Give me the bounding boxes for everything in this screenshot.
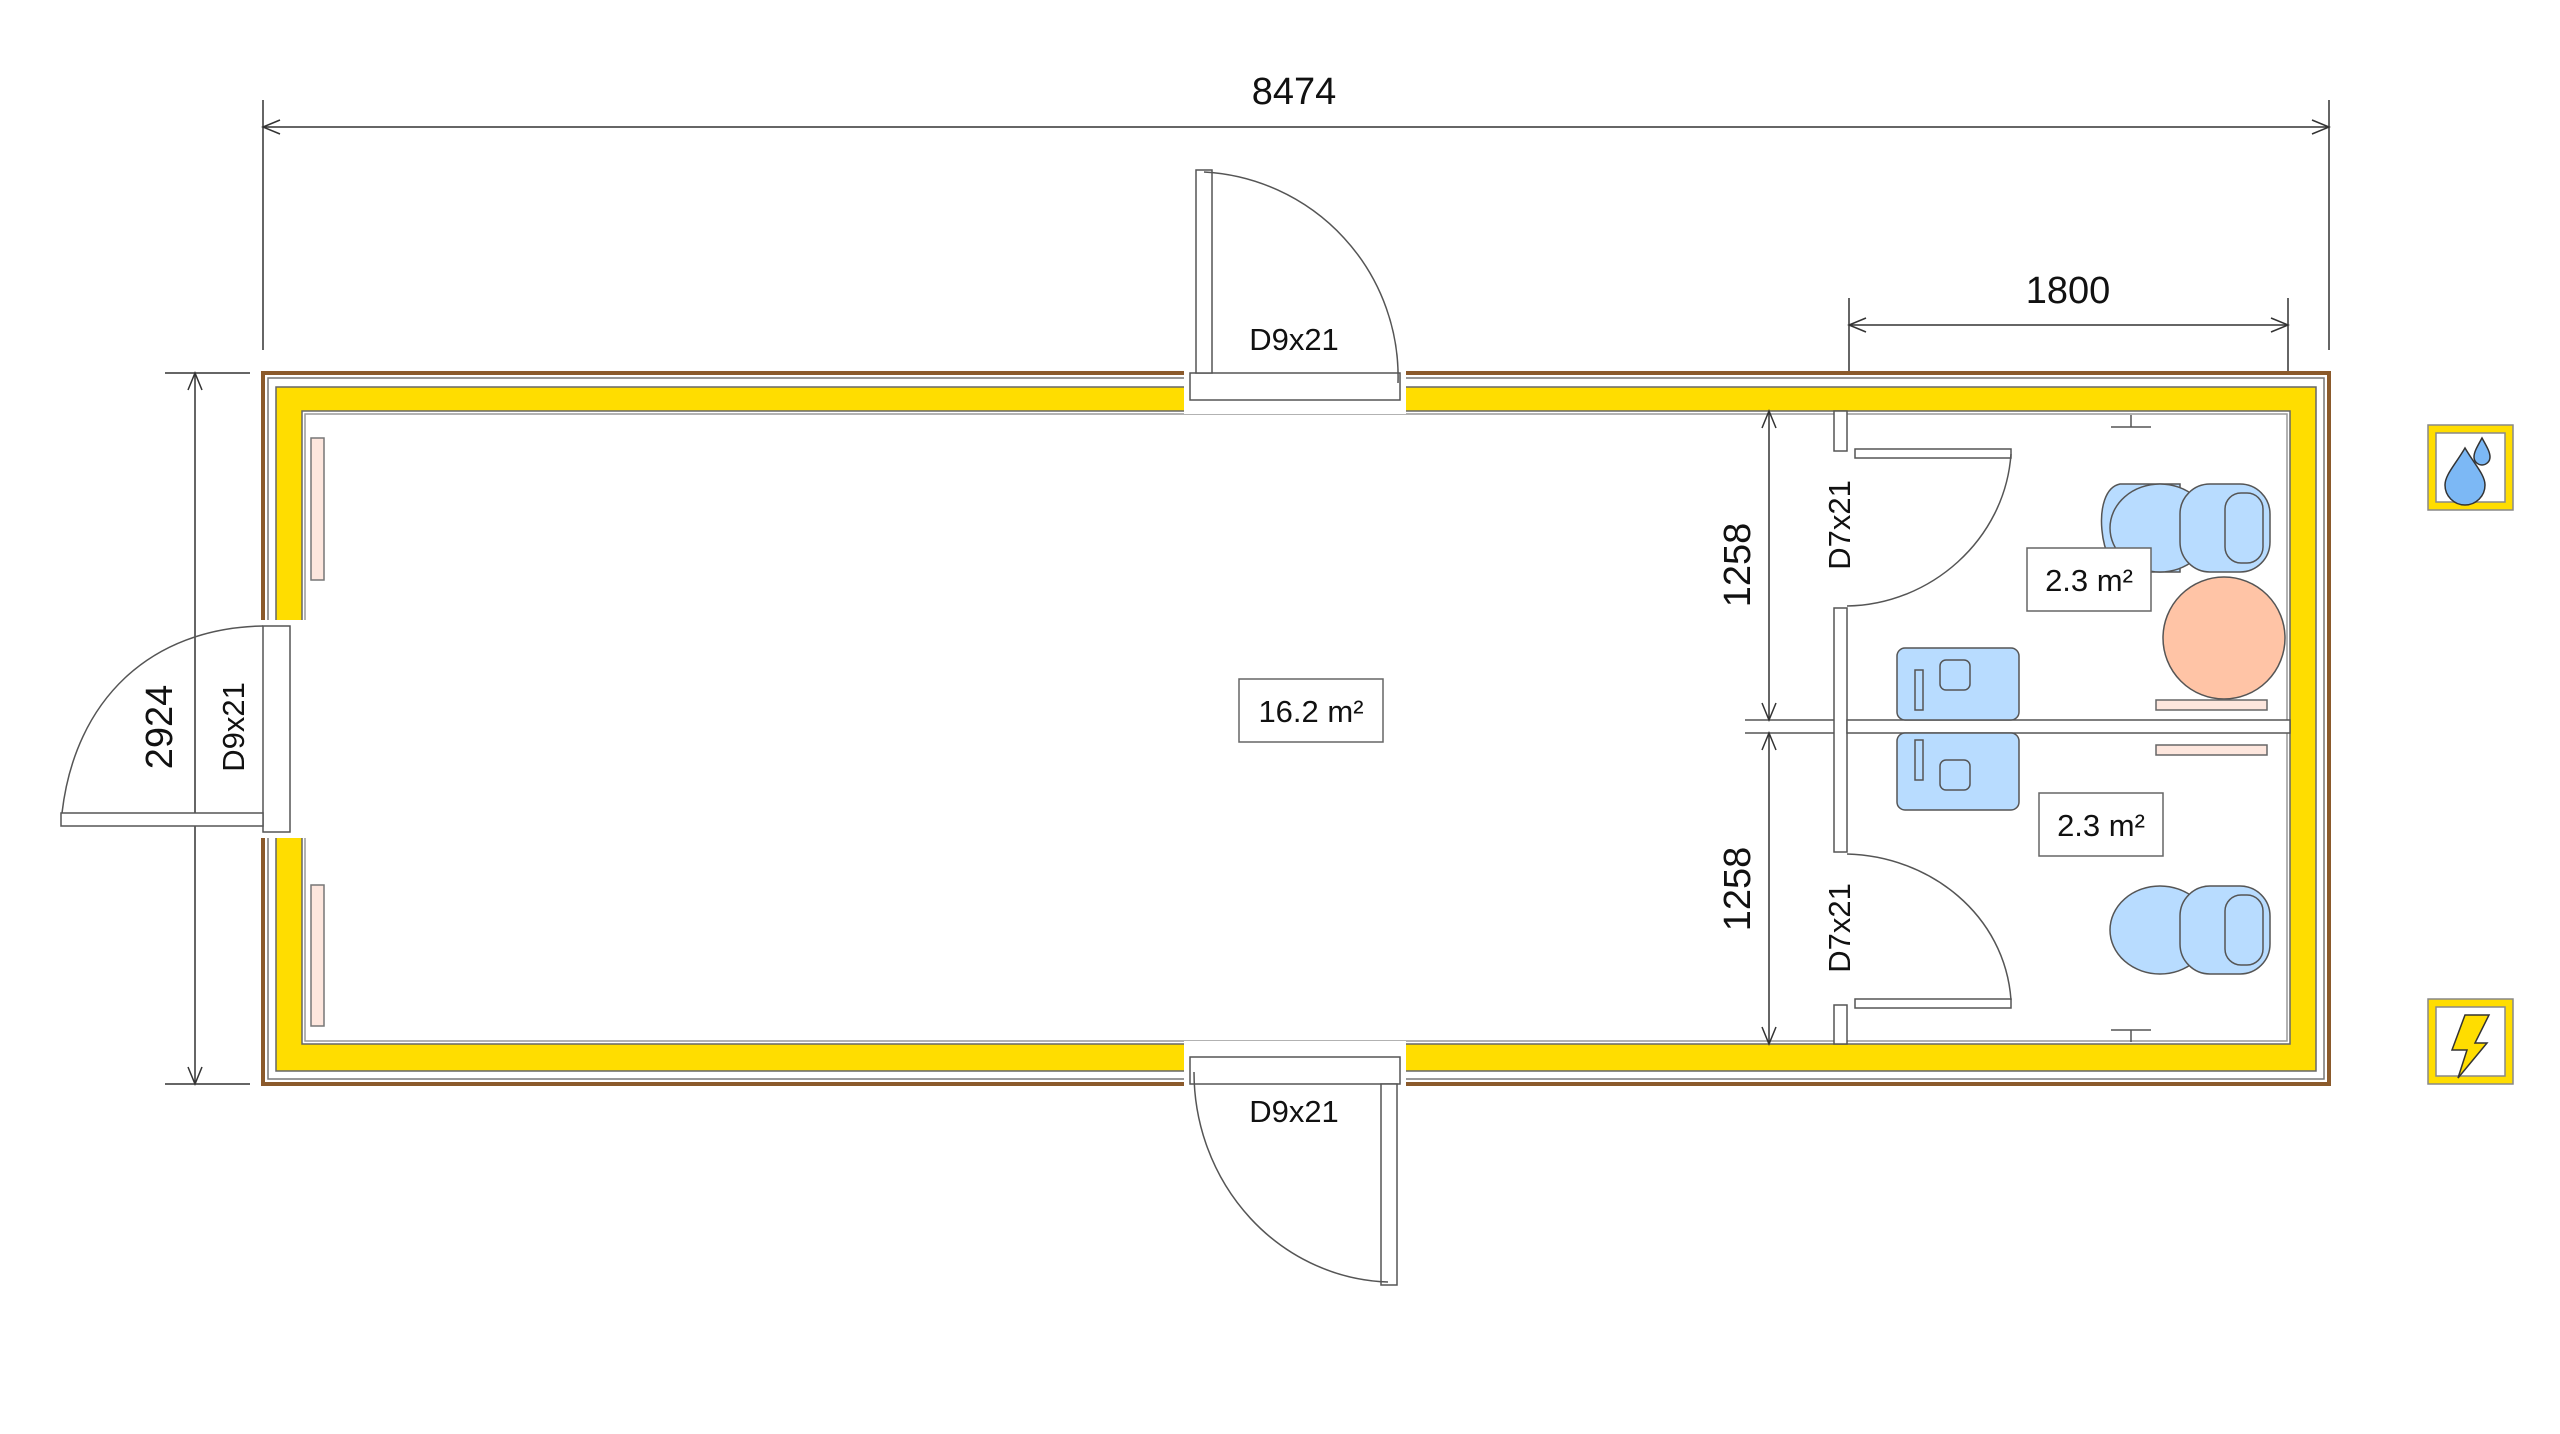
towel-hook: [2111, 1029, 2151, 1042]
door-label: D7x21: [1822, 883, 1857, 973]
dimension-overall-length: 8474: [261, 71, 2331, 350]
door-wc-upper[interactable]: D7x21: [1822, 448, 2012, 607]
area-label: 16.2 m²: [1258, 694, 1363, 729]
area-label: 2.3 m²: [2057, 808, 2145, 843]
heater: [2155, 744, 2268, 756]
room-wc-lower: 2.3 m²: [2038, 792, 2164, 857]
door-wc-lower[interactable]: D7x21: [1822, 853, 2012, 1009]
heater: [310, 437, 325, 581]
wc-partitions: [1745, 410, 2291, 1045]
lightning-bolt-icon: [2427, 998, 2514, 1085]
sink: [1896, 647, 2020, 721]
sink: [1896, 732, 2020, 811]
water-heater: [2162, 576, 2286, 700]
heater: [2155, 699, 2268, 711]
toilet: [2109, 885, 2271, 975]
dimension-overall-width: 2924: [139, 371, 250, 1086]
room-main: 16.2 m²: [1238, 678, 1384, 743]
dimension-wc-length: 1800: [1847, 270, 2290, 400]
room-wc-upper: 2.3 m²: [2026, 547, 2152, 612]
dimension-label: 8474: [1252, 71, 1337, 113]
dimension-label: 1258: [1717, 847, 1759, 932]
dimension-label: 2924: [139, 685, 181, 770]
water-drops-icon: [2427, 424, 2514, 511]
door-label: D7x21: [1822, 480, 1857, 570]
towel-hook: [2111, 415, 2151, 428]
door-top-entry[interactable]: D9x21: [1195, 169, 1399, 384]
door-label: D9x21: [1249, 322, 1339, 357]
area-label: 2.3 m²: [2045, 563, 2133, 598]
door-left-entry[interactable]: D9x21: [60, 625, 264, 827]
dimension-label: 1258: [1717, 523, 1759, 608]
dimension-wc-lower: 1258: [1717, 731, 1777, 1046]
dimension-label: 1800: [2026, 270, 2111, 312]
door-label: D9x21: [1249, 1094, 1339, 1129]
heater: [310, 884, 325, 1027]
door-label: D9x21: [216, 682, 251, 772]
dimension-wc-upper: 1258: [1717, 409, 1777, 722]
door-bottom-entry[interactable]: D9x21: [1193, 1071, 1398, 1286]
